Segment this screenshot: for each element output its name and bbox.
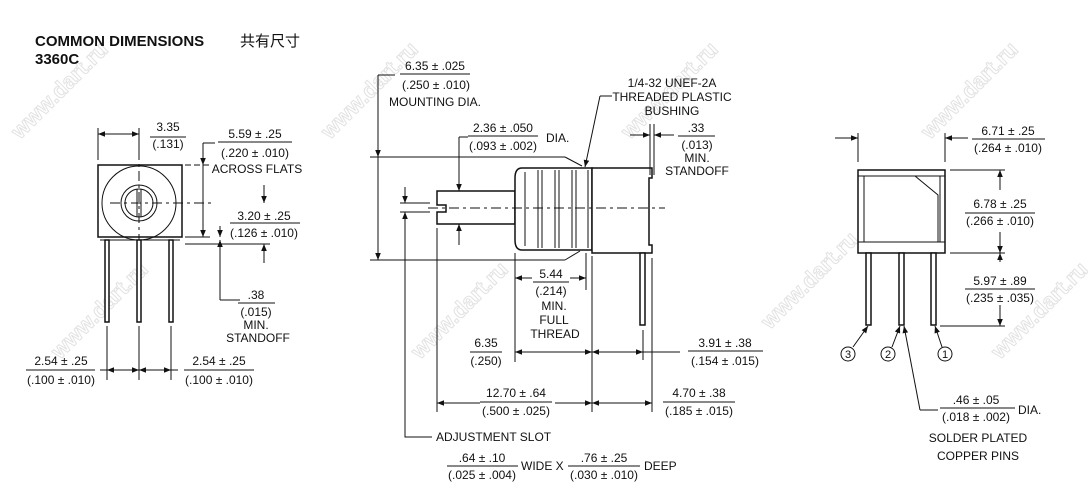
dim-label-side-view-body-len-mm: 4.70 ± .38 xyxy=(672,386,726,400)
adjustment-slot-label: ADJUSTMENT SLOT xyxy=(436,430,552,444)
pin-3 xyxy=(865,252,872,326)
dim-label-side-view-slot-deep-in: (.030 ± .010) xyxy=(570,468,638,482)
dim-label-rear-view-pin-note1: SOLDER PLATED xyxy=(929,431,1028,445)
side-body xyxy=(591,167,653,254)
dim-label-side-view-thread-line1: 1/4-32 UNEF-2A xyxy=(628,76,717,90)
pin-label-circle xyxy=(880,346,896,362)
dim-label-front-view-pitch-left-mm: 2.54 ± .25 xyxy=(34,354,88,368)
dim-label-front-view-flats-note: ACROSS FLATS xyxy=(212,162,302,176)
dim-label-front-view-standoff-mm: .38 xyxy=(248,288,265,302)
dim-label-rear-view-pin-note2: COPPER PINS xyxy=(937,449,1019,463)
dim-label-front-view-width-in: (.131) xyxy=(152,137,183,151)
pin xyxy=(136,239,142,323)
rear-body xyxy=(857,169,946,254)
front-view: 3.35 (.131) 5.59 ± .25 (.220 ± .010) ACR… xyxy=(26,120,302,387)
dim-label-side-view-slot-deep-mm: .76 ± .25 xyxy=(581,451,628,465)
dim-label-front-view-standoff-note1: MIN. xyxy=(243,318,268,332)
dim-label-side-view-bushing-len-in: (.250) xyxy=(470,354,501,368)
dim-label-side-view-body-len-in: (.185 ± .015) xyxy=(665,404,733,418)
dim-label-side-view-bushing-len-mm: 6.35 xyxy=(474,336,498,350)
dim-label-rear-view-pins-2: 1 xyxy=(942,349,948,361)
dim-label-side-view-full-thread-mm: 5.44 xyxy=(539,267,563,281)
dim-label-side-view-slot-wide-in: (.025 ± .004) xyxy=(448,468,516,482)
dim-label-side-view-pin-offset-mm: 3.91 ± .38 xyxy=(698,336,752,350)
dim-label-rear-view-height-mm: 6.78 ± .25 xyxy=(973,197,1027,211)
dim-label-rear-view-width-in: (.264 ± .010) xyxy=(974,141,1042,155)
dim-label-side-view-shaft-note: DIA. xyxy=(546,131,569,145)
dim-label-side-view-standoff-in: (.013) xyxy=(681,138,712,152)
dim-label-side-view-shaft-len-in: (.500 ± .025) xyxy=(482,404,550,418)
dim-label-front-view-height-mm: 3.20 ± .25 xyxy=(237,209,291,223)
dim-label-rear-view-pin-len-mm: 5.97 ± .89 xyxy=(973,274,1027,288)
dim-label-front-view-pitch-right-in: (.100 ± .010) xyxy=(185,373,253,387)
dim-label-side-view-mounting-note: MOUNTING DIA. xyxy=(389,95,481,109)
dim-label-side-view-full-thread-note1: MIN. xyxy=(541,299,566,313)
dim-label-side-view-thread-line2: THREADED PLASTIC xyxy=(612,90,732,104)
pin-2 xyxy=(898,252,905,326)
pin-1 xyxy=(930,252,937,326)
dim-label-side-view-slot-deep-label: DEEP xyxy=(644,459,677,473)
drawing-line xyxy=(564,156,583,167)
dim-label-side-view-slot-wide-mm: .64 ± .10 xyxy=(459,451,506,465)
drawing-line xyxy=(564,250,581,261)
dim-label-watermark: www.dart.ru xyxy=(985,257,1088,365)
dim-label-side-view-mounting-mm: 6.35 ± .025 xyxy=(405,59,465,73)
model-number: 3360C xyxy=(35,51,79,68)
dim-label-side-view-mounting-in: (.250 ± .010) xyxy=(402,78,470,92)
dim-label-rear-view-pin-dia-in: (.018 ± .002) xyxy=(942,410,1010,424)
dim-label-side-view-full-thread-note2: FULL xyxy=(539,313,569,327)
pin xyxy=(168,239,174,323)
dim-label-side-view-shaft-in: (.093 ± .002) xyxy=(469,139,537,153)
dim-label-side-view-pin-offset-in: (.154 ± .015) xyxy=(691,354,759,368)
drawing-line xyxy=(852,325,869,348)
dim-label-side-view-shaft-len-mm: 12.70 ± .64 xyxy=(486,386,546,400)
threaded-bushing xyxy=(514,167,593,251)
side-view: 6.35 ± .025 (.250 ± .010) MOUNTING DIA. … xyxy=(370,59,763,482)
dim-label-rear-view-width-mm: 6.71 ± .25 xyxy=(981,124,1035,138)
dim-label-rear-view-height-in: (.266 ± .010) xyxy=(966,214,1034,228)
dim-label-front-view-flats-in: (.220 ± .010) xyxy=(221,146,289,160)
pin-label-circle xyxy=(840,346,856,362)
drawing-line xyxy=(900,175,939,242)
dim-label-front-view-width-mm: 3.35 xyxy=(156,120,180,134)
dim-label-rear-view-pin-dia-mm: .46 ± .05 xyxy=(953,393,1000,407)
dim-label-rear-view-pin-dia-note: DIA. xyxy=(1018,403,1041,417)
pin xyxy=(639,252,646,326)
dim-label-front-view-standoff-in: (.015) xyxy=(240,305,271,319)
dim-label-side-view-slot-wide-label: WIDE X xyxy=(521,459,564,473)
page-title-cn: 共有尺寸 xyxy=(240,33,300,50)
drawing-line xyxy=(934,325,943,348)
dim-label-rear-view-pin-len-in: (.235 ± .035) xyxy=(966,291,1034,305)
dim-label-front-view-flats-mm: 5.59 ± .25 xyxy=(228,127,282,141)
dim-label-side-view-full-thread-note3: THREAD xyxy=(530,327,580,341)
dim-label-front-view-pitch-right-mm: 2.54 ± .25 xyxy=(192,354,246,368)
page-title: COMMON DIMENSIONS xyxy=(35,33,204,50)
drawing-line xyxy=(404,228,432,438)
pin-label-circle xyxy=(937,346,953,362)
dim-label-side-view-standoff-mm: .33 xyxy=(688,121,705,135)
dim-label-front-view-standoff-note2: STANDOFF xyxy=(226,331,290,345)
dim-label-rear-view-pins-0: 3 xyxy=(845,349,851,361)
pin xyxy=(104,239,110,323)
dim-label-side-view-thread-line3: BUSHING xyxy=(645,104,700,118)
drawing-line xyxy=(902,325,921,411)
dim-label-rear-view-pins-1: 2 xyxy=(885,349,891,361)
dim-label-side-view-standoff-note2: STANDOFF xyxy=(665,164,729,178)
drawing-line xyxy=(891,325,901,348)
dim-label-side-view-shaft-mm: 2.36 ± .050 xyxy=(473,121,533,135)
dim-label-front-view-pitch-left-in: (.100 ± .010) xyxy=(27,373,95,387)
dim-label-watermark: www.dart.ru xyxy=(755,227,863,335)
dim-label-side-view-standoff-note1: MIN. xyxy=(684,151,709,165)
rear-view: 6.71 ± .25 (.264 ± .010) 6.78 ± .25 (.26… xyxy=(835,124,1045,463)
dim-label-front-view-height-in: (.126 ± .010) xyxy=(230,226,298,240)
drawing-line xyxy=(583,95,601,168)
dim-label-side-view-full-thread-in: (.214) xyxy=(535,284,566,298)
